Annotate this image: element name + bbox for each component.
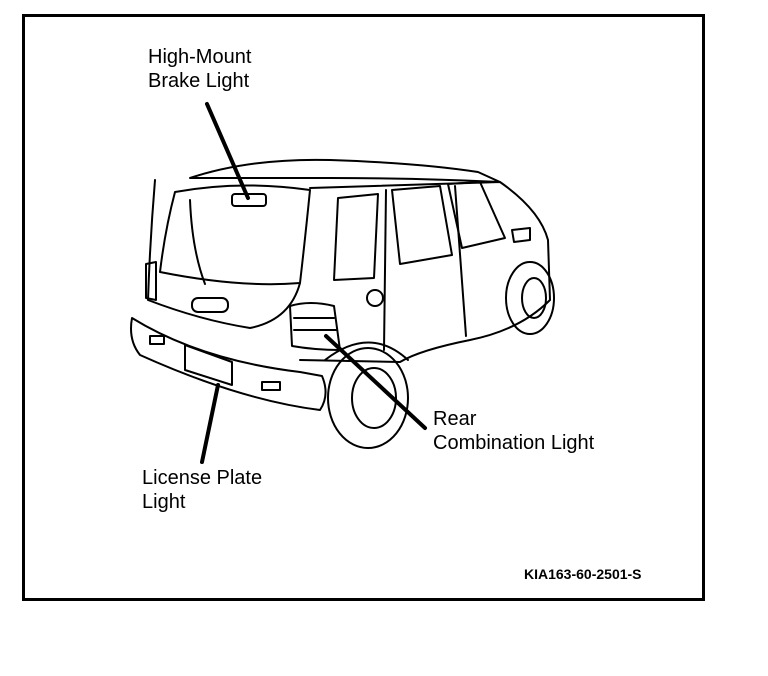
label-line: Brake Light [148,70,250,92]
rear-handle [191,297,229,313]
side-mirror [511,227,531,243]
side-body [299,181,551,363]
leader-rear-combination [324,334,427,430]
tailgate [147,179,301,329]
label-license-plate-light: License Plate Light [142,466,262,514]
side-window-2 [391,185,453,265]
rear-wiper [189,199,206,285]
leader-license-plate [200,383,220,464]
door-line-2 [454,185,467,337]
front-wheel [505,261,555,335]
label-line: Combination Light [433,432,595,454]
high-mount-lamp [231,193,267,207]
figure-frame [22,14,705,601]
rear-window [159,184,311,286]
label-high-mount-brake-light: High-Mount Brake Light [148,45,251,93]
label-line: License Plate [142,467,263,489]
label-line: Rear [433,408,477,430]
side-window-1 [333,193,379,281]
label-rear-combination-light: Rear Combination Light [433,407,594,455]
leader-high-mount [205,102,250,200]
label-line: High-Mount [148,46,252,68]
door-line [383,189,387,351]
label-line: Light [142,491,186,513]
fuel-cap [366,289,384,307]
rear-wheel [327,347,409,449]
license-plate-recess [184,344,233,386]
figure-code: KIA163-60-2501-S [524,566,642,582]
rear-bumper [130,317,327,411]
